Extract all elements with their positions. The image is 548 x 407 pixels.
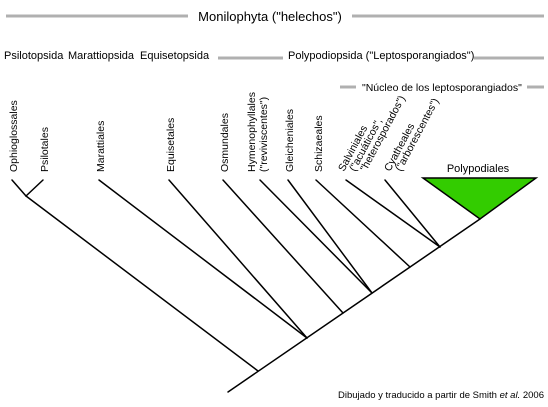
branch-ophioglossales — [11, 179, 27, 197]
diagram-title: Monilophyta ("helechos") — [198, 9, 342, 24]
polypodiopsida-bracket: Polypodiopsida ("Leptosporangiados") — [218, 50, 544, 62]
credit-text: Dibujado y traducido a partir de Smith — [338, 390, 500, 401]
phylogeny-tree — [11, 179, 481, 393]
polypodiales-clade-triangle — [420, 177, 539, 220]
branch-cyatheales — [384, 179, 441, 248]
group-core-leptosporangiates: "Núcleo de los leptosporangiados" — [362, 82, 522, 94]
group-psilotopsida: Psilotopsida — [4, 50, 64, 62]
branch-hymenophyllales — [259, 179, 373, 294]
leaf-schizaeales: Schizaeales — [313, 115, 325, 172]
leaf-ophioglossales: Ophioglossales — [8, 100, 20, 172]
leaf-equisetales: Equisetales — [165, 118, 177, 172]
leaf-labels: Ophioglossales Psilotales Marattiales Eq… — [8, 92, 510, 175]
leaf-psilotales: Psilotales — [39, 127, 51, 172]
core-leptosporangiates-bracket: "Núcleo de los leptosporangiados" — [340, 82, 544, 94]
credit-year: 2006 — [520, 390, 544, 401]
leaf-polypodiales: Polypodiales — [447, 163, 510, 175]
branch-psilotopsida-stem — [25, 195, 259, 372]
leaf-hymenophyllales-note: ("reviviscentes") — [258, 97, 270, 172]
leaf-osmundales: Osmundales — [219, 113, 231, 172]
group-polypodiopsida: Polypodiopsida ("Leptosporangiados") — [288, 50, 474, 62]
leaf-hymenophyllales: Hymenophyllales — [246, 92, 258, 172]
leaf-gleicheniales: Gleicheniales — [284, 109, 296, 172]
source-credit: Dibujado y traducido a partir de Smith e… — [338, 390, 544, 401]
credit-et-al: et al. — [500, 390, 521, 401]
branch-salviniales — [345, 179, 441, 248]
branch-spine — [227, 218, 481, 393]
branch-osmundales — [222, 179, 344, 314]
branch-marattiales — [98, 179, 308, 339]
branch-gleicheniales — [287, 179, 373, 294]
branch-psilotales — [25, 179, 44, 197]
leaf-marattiales: Marattiales — [95, 121, 107, 172]
branch-equisetales — [168, 179, 308, 339]
group-marattiopsida: Marattiopsida — [68, 50, 135, 62]
group-equisetopsida: Equisetopsida — [140, 50, 210, 62]
branch-schizaeales — [315, 179, 411, 268]
monilophyta-bracket: Monilophyta ("helechos") — [6, 9, 544, 24]
